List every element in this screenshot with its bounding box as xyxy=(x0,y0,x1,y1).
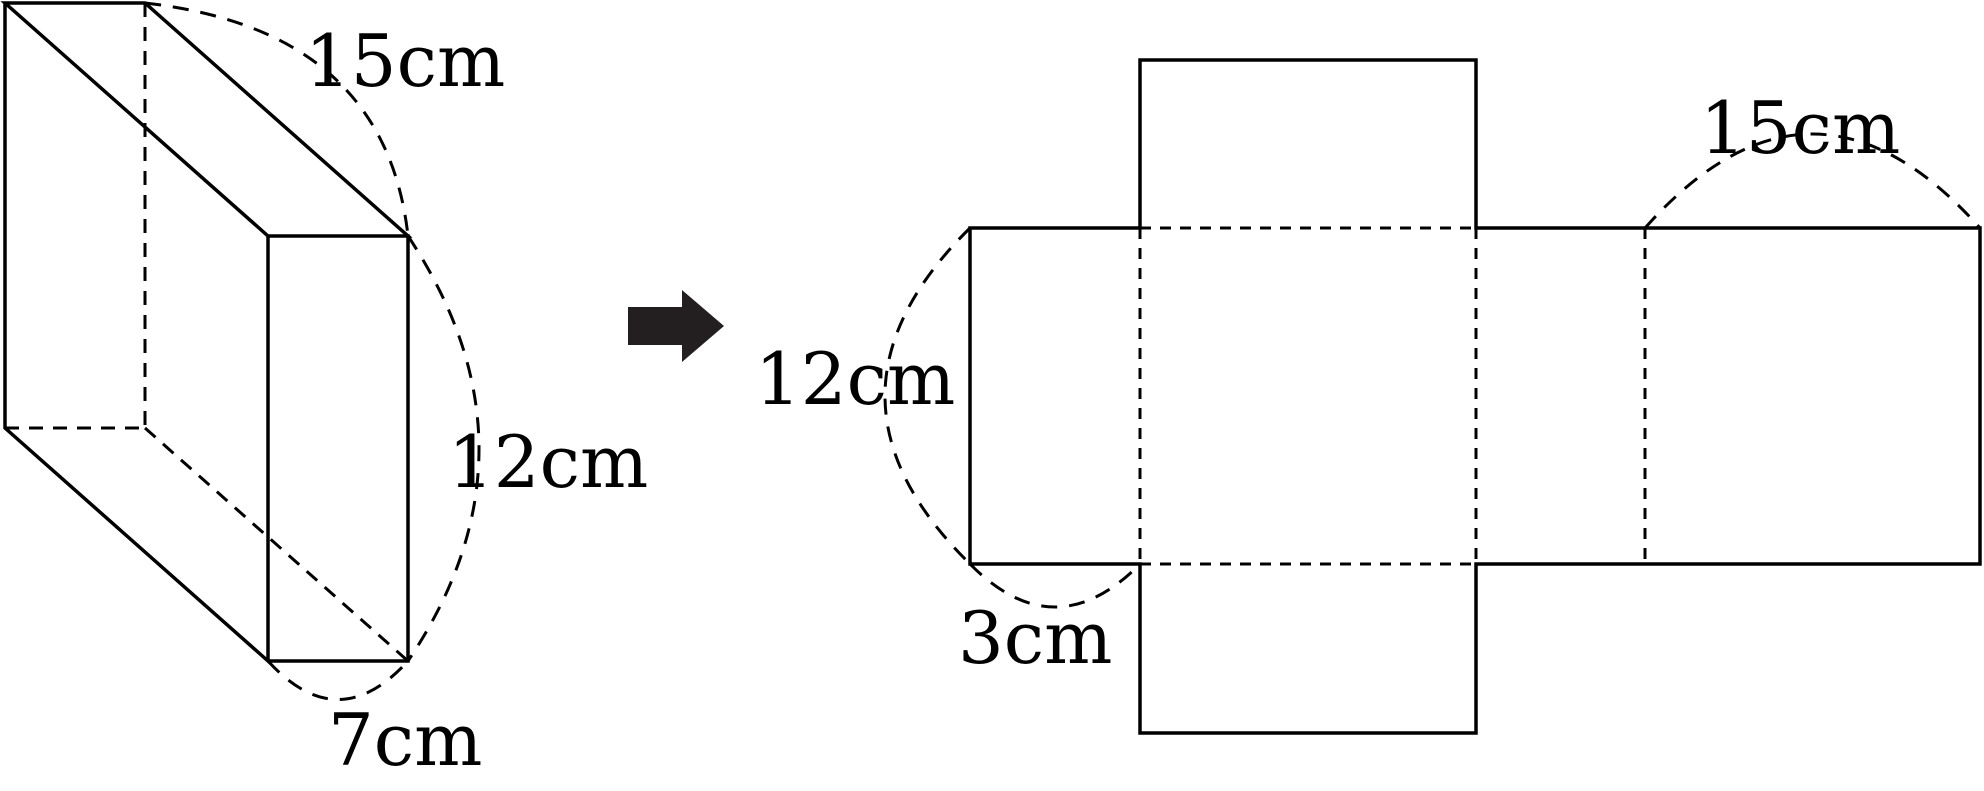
net-length-dimension-arc xyxy=(1643,132,1982,230)
solid-width-label: 7cm xyxy=(328,698,482,782)
right-arrow-icon xyxy=(628,290,724,362)
net-width-dimension-arc xyxy=(968,562,1142,609)
net-height-dimension-arc xyxy=(883,226,972,566)
width-dimension-arc xyxy=(266,659,410,701)
height-dimension-arc xyxy=(406,235,481,662)
net-length-label: 15cm xyxy=(1700,86,1900,170)
prism-hidden-edges xyxy=(5,3,409,663)
solid-length-label: 15cm xyxy=(305,19,505,103)
net-width-label: 3cm xyxy=(958,596,1112,680)
prism-solid: 15cm 12cm 7cm xyxy=(0,1,648,782)
net-fold-lines xyxy=(1138,226,1647,566)
solid-height-label: 12cm xyxy=(448,420,648,504)
prism-net: 12cm 3cm 15cm xyxy=(755,58,1982,735)
net-height-label: 12cm xyxy=(755,337,955,421)
length-dimension-arc xyxy=(144,1,410,237)
